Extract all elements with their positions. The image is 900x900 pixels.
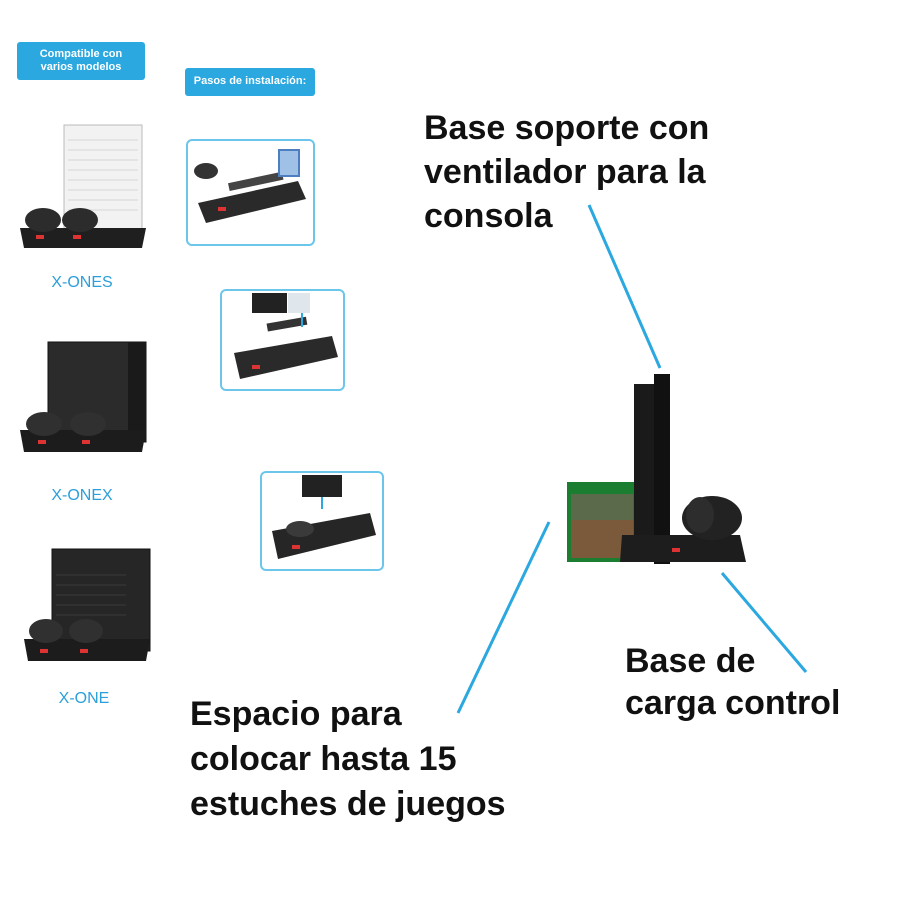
callout-fan-base-line2: ventilador para la	[424, 153, 706, 191]
install-steps-label: Pasos de instalación:	[193, 75, 307, 87]
compatible-badge: Compatible con varios modelos	[17, 42, 145, 80]
callout-charge-base-line2: carga control	[625, 684, 841, 722]
callout-charge-base: Base de carga control	[625, 640, 840, 724]
model-image-x-onex	[18, 338, 148, 468]
compatible-badge-line1: Compatible con	[39, 48, 123, 60]
compatible-badge-line2: varios modelos	[40, 61, 122, 73]
model-label-x-one: X-ONE	[58, 690, 110, 707]
callout-game-space-line1: Espacio para	[190, 695, 402, 733]
install-step-1	[186, 139, 315, 246]
install-step-3	[260, 471, 384, 571]
callout-game-space: Espacio para colocar hasta 15 estuches d…	[190, 692, 506, 827]
callout-charge-base-line1: Base de	[625, 642, 756, 680]
product-stand-image	[562, 370, 752, 570]
callout-fan-base-line1: Base soporte con	[424, 109, 710, 147]
model-label-x-ones: X-ONES	[51, 274, 113, 291]
leader-line-game-space	[456, 521, 551, 714]
install-steps-badge: Pasos de instalación:	[185, 68, 315, 96]
callout-fan-base-line3: consola	[424, 197, 553, 235]
model-label-x-onex: X-ONEX	[51, 487, 113, 504]
model-image-x-ones	[18, 120, 148, 270]
callout-game-space-line2: colocar hasta 15	[190, 740, 457, 778]
install-step-2	[220, 289, 345, 391]
model-image-x-one	[22, 545, 152, 675]
callout-game-space-line3: estuches de juegos	[190, 785, 506, 823]
callout-fan-base: Base soporte con ventilador para la cons…	[424, 106, 709, 238]
